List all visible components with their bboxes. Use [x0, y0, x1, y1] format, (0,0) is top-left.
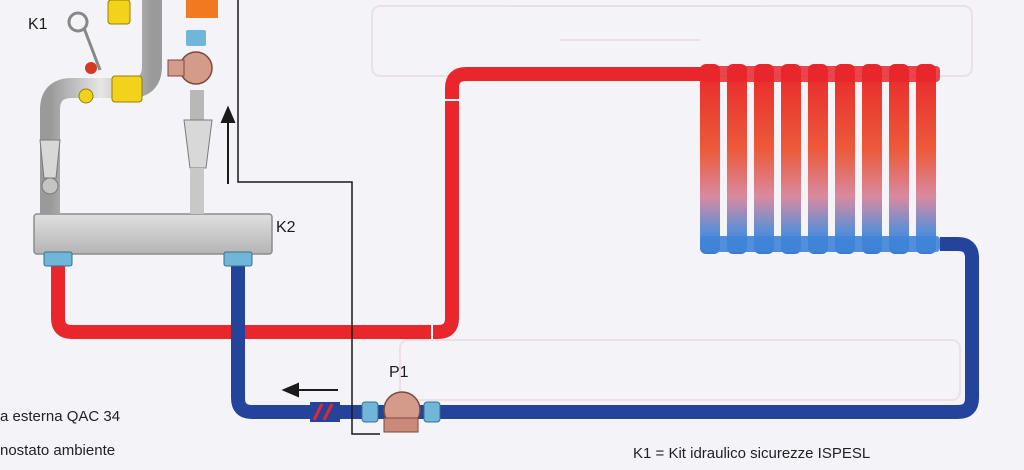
return-pipe — [231, 237, 979, 419]
label-k2: K2 — [276, 219, 296, 236]
legend-line-1: a esterna QAC 34 — [0, 408, 121, 425]
supply-pipe — [51, 67, 712, 339]
safety-kit-icon — [39, 0, 162, 214]
legend-line-2: nostato ambiente — [0, 442, 116, 459]
label-k1: K1 — [28, 16, 48, 33]
riser-assembly — [167, 0, 218, 214]
flow-arrow-icon — [220, 105, 236, 184]
legend-k1-definition: K1 = Kit idraulico sicurezze ISPESL — [633, 445, 871, 462]
pump-icon — [361, 391, 441, 433]
flow-arrow-icon — [281, 382, 338, 398]
control-wire — [237, 0, 380, 435]
radiator-icon — [700, 64, 940, 254]
check-valve-icon — [310, 402, 340, 422]
manifold-icon — [33, 213, 273, 267]
label-p1: P1 — [389, 364, 409, 381]
